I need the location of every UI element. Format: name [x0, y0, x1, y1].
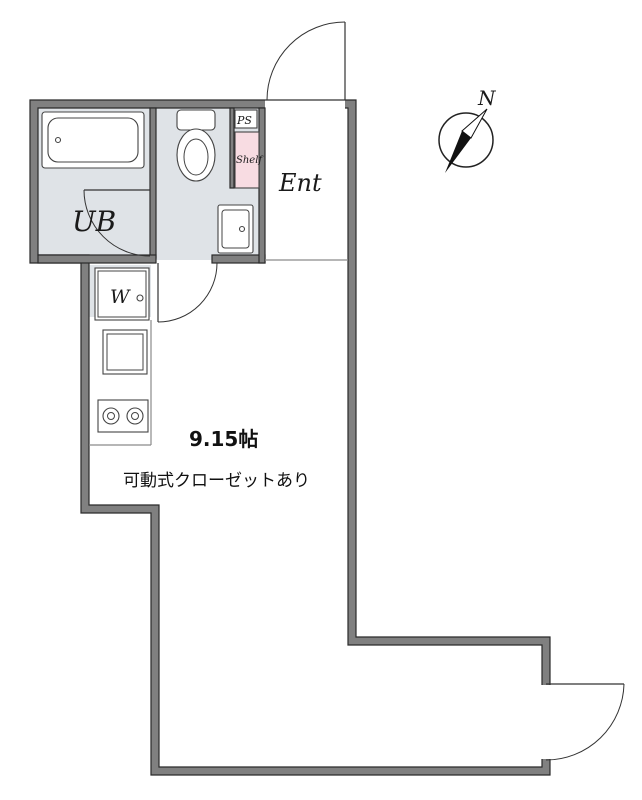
washbasin	[217, 204, 254, 254]
shelf-label: Shelf	[236, 155, 264, 166]
ps-shelf-left-wall	[229, 107, 235, 189]
burner-left-center	[107, 412, 115, 420]
washing-machine-inner	[97, 270, 147, 318]
washer-label: W	[110, 286, 131, 308]
room-note-label: 可動式クローゼットあり	[123, 471, 310, 491]
entrance-door-opening	[265, 99, 345, 109]
bath-bottom-wall	[37, 254, 157, 264]
bathtub-basin	[47, 117, 139, 163]
compass: N	[438, 86, 497, 173]
toilet-seat	[183, 138, 209, 176]
shelf	[234, 131, 260, 189]
washing-machine-pan	[94, 267, 150, 321]
toilet-right-wall	[258, 107, 266, 264]
entrance-label: Ent	[278, 169, 322, 197]
burner-left-icon	[102, 407, 120, 425]
balcony-door-opening	[540, 685, 552, 759]
bath-toilet-partition	[149, 107, 157, 259]
toilet-tank	[176, 109, 216, 131]
refrigerator-inner	[106, 333, 144, 371]
washbasin-tap	[238, 225, 246, 233]
balcony-door-swing	[545, 683, 625, 761]
toilet-door-swing	[157, 262, 218, 323]
compass-needle-north	[461, 108, 488, 139]
room-size-label: 9.15帖	[189, 427, 258, 451]
washing-machine-drain	[136, 294, 144, 302]
toilet-bowl	[176, 128, 216, 182]
washbasin-bowl	[221, 209, 250, 249]
refrigerator-space	[102, 329, 148, 375]
burner-right-icon	[126, 407, 144, 425]
toilet-bottom-wall	[211, 254, 266, 264]
pipe-space	[234, 109, 258, 129]
burner-right-center	[131, 412, 139, 420]
bath-door-swing	[83, 189, 151, 257]
compass-north-label: N	[477, 86, 497, 110]
unit-bath-label: UB	[72, 205, 116, 238]
pipe-space-label: PS	[236, 114, 252, 127]
entrance-door-swing	[266, 21, 346, 101]
bathtub-drain	[54, 136, 62, 144]
compass-needle-south	[445, 131, 471, 173]
